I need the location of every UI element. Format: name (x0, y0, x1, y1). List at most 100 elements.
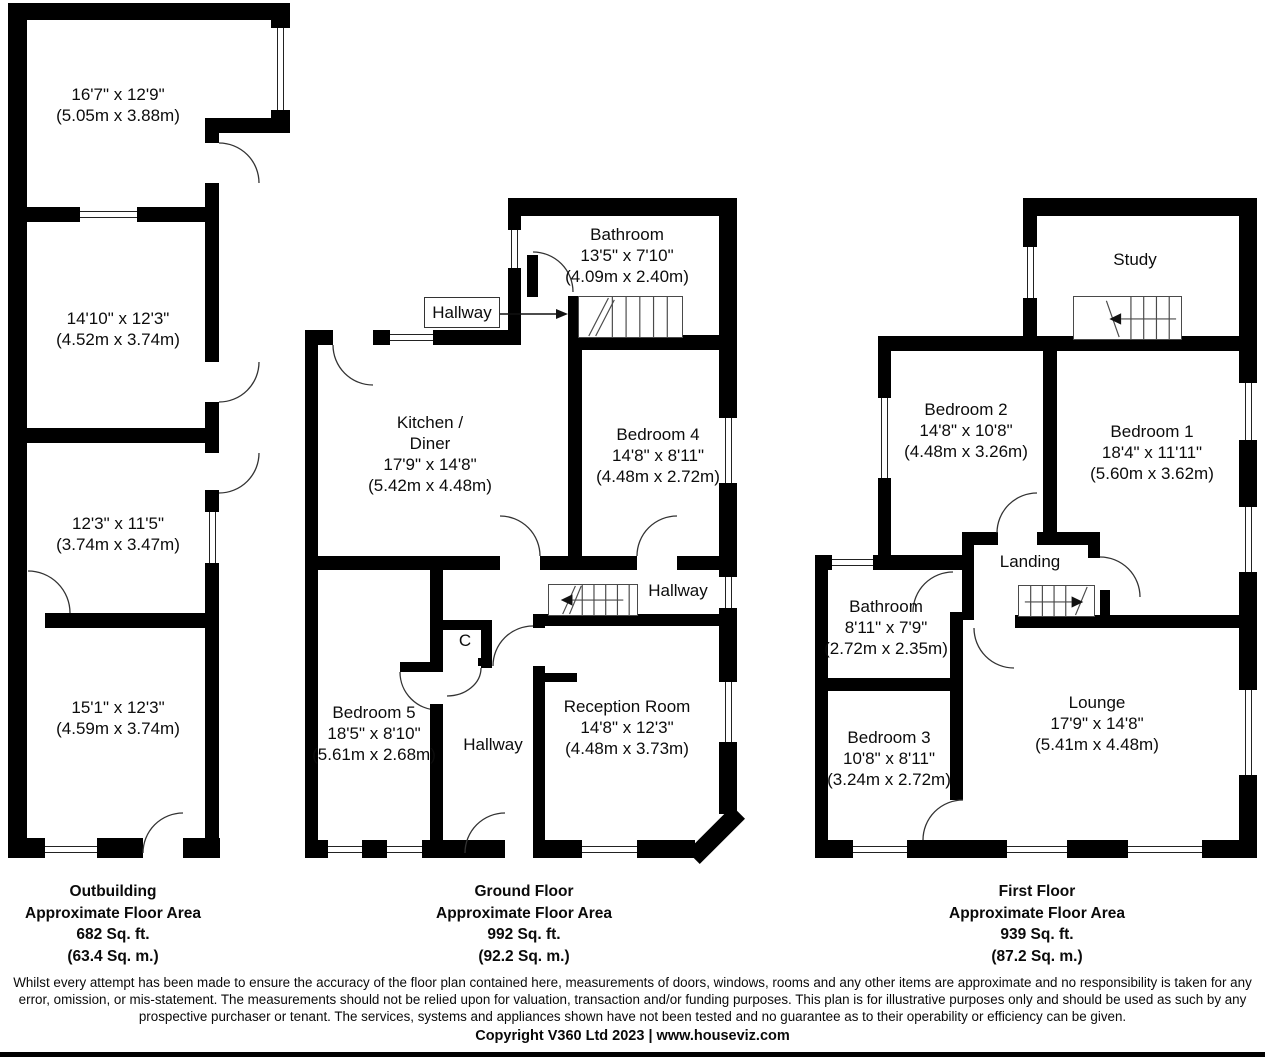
room-label-gf-closet: C (459, 630, 471, 651)
wall (443, 620, 492, 630)
room-dims-imperial: 14'8" x 10'8" (919, 421, 1013, 440)
room-name: Bedroom 4 (616, 425, 700, 444)
caption-title: Ground Floor (474, 883, 574, 900)
room-dims-imperial: 16'7" x 12'9" (71, 85, 165, 104)
room-dims-metric: (5.60m x 3.62m) (1090, 464, 1214, 483)
room-name: Bathroom (849, 597, 923, 616)
wall (433, 330, 521, 345)
room-name: Bedroom 3 (847, 728, 931, 747)
wall (1037, 532, 1100, 545)
room-label-ff-landing: Landing (1000, 551, 1061, 572)
wall (533, 614, 545, 628)
room-name: Landing (999, 552, 1061, 571)
door-arc (447, 668, 481, 696)
wall (305, 840, 328, 858)
room-name: Kitchen / (396, 413, 464, 432)
caption-area-ft: 992 Sq. ft. (487, 926, 561, 943)
room-name: Bedroom 2 (924, 400, 1008, 419)
room-label-outbuilding-room2: 14'10" x 12'3" (4.52m x 3.74m) (56, 308, 180, 350)
wall (1067, 840, 1128, 858)
bottom-border-bar (0, 1052, 1265, 1057)
wall (1043, 351, 1057, 532)
room-name: Bathroom (590, 225, 664, 244)
wall (8, 838, 45, 858)
wall (508, 198, 737, 216)
wall (815, 678, 963, 691)
wall (362, 840, 387, 858)
room-label-ff-lounge: Lounge 17'9" x 14'8" (5.41m x 4.48m) (1035, 692, 1159, 755)
door-arc (1100, 557, 1140, 597)
wall (305, 330, 318, 858)
wall (950, 840, 963, 858)
door-arc (219, 143, 259, 183)
wall (815, 555, 828, 858)
wall (137, 207, 218, 222)
window (1239, 690, 1257, 775)
wall (637, 840, 695, 858)
room-dims-metric: (4.59m x 3.74m) (56, 719, 180, 738)
window (390, 332, 433, 343)
wall (8, 3, 290, 20)
wall (205, 563, 219, 858)
door-arc (493, 626, 533, 666)
wall (568, 335, 737, 350)
wall (205, 133, 219, 143)
wall (568, 345, 582, 558)
wall-diagonal (687, 806, 745, 864)
floor-area-caption-ground: Ground Floor Approximate Floor Area 992 … (436, 881, 612, 967)
window (832, 557, 873, 568)
wall (878, 336, 1257, 351)
wall (533, 840, 582, 858)
wall (962, 532, 974, 620)
room-label-gf-hallway-lower: Hallway (463, 734, 523, 755)
room-dims-imperial: 13'5" x 7'10" (580, 246, 674, 265)
caption-area-m: (92.2 Sq. m.) (478, 947, 570, 965)
window (719, 682, 737, 742)
room-dims-metric: (3.24m x 2.72m) (827, 770, 951, 789)
window (45, 843, 97, 855)
room-dims-metric: (4.52m x 3.74m) (56, 330, 180, 349)
staircase (578, 296, 683, 338)
wall (533, 673, 577, 682)
wall (481, 630, 492, 668)
room-dims-imperial: 17'9" x 14'8" (383, 455, 477, 474)
wall (271, 3, 290, 28)
room-dims-imperial: 8'11" x 7'9" (844, 618, 928, 637)
room-dims-metric: (5.42m x 4.48m) (368, 476, 492, 495)
room-name-2: Diner (409, 434, 451, 453)
room-name: Bedroom 5 (332, 703, 416, 722)
door-arc (465, 813, 505, 853)
wall (1023, 198, 1257, 216)
door-arc (219, 362, 259, 402)
room-label-ff-bathroom: Bathroom 8'11" x 7'9" (2.72m x 2.35m) (824, 596, 948, 659)
room-label-gf-bathroom: Bathroom 13'5" x 7'10" (4.09m x 2.40m) (565, 224, 689, 287)
room-label-gf-kitchen: Kitchen / Diner 17'9" x 14'8" (5.42m x 4… (368, 412, 492, 496)
room-dims-imperial: 18'4" x 11'11" (1101, 443, 1203, 462)
wall (719, 198, 737, 418)
wall (1023, 198, 1037, 247)
room-label-ff-study: Study (1113, 249, 1156, 270)
room-dims-imperial: 14'10" x 12'3" (66, 309, 170, 328)
wall (400, 662, 443, 672)
window (80, 209, 137, 220)
room-dims-imperial: 10'8" x 8'11" (843, 749, 935, 768)
wall (205, 118, 290, 133)
door-arc (913, 572, 953, 612)
room-dims-imperial: 14'8" x 12'3" (580, 718, 674, 737)
room-dims-imperial: 18'5" x 8'10" (327, 724, 421, 743)
window (1239, 383, 1257, 440)
wall (873, 555, 962, 570)
caption-subtitle: Approximate Floor Area (25, 904, 201, 922)
caption-title: First Floor (998, 883, 1076, 900)
window (387, 843, 422, 855)
door-arc (143, 813, 183, 853)
wall (508, 268, 521, 343)
wall (205, 183, 219, 362)
caption-area-m: (63.4 Sq. m.) (67, 947, 159, 965)
wall (97, 838, 143, 858)
wall (373, 330, 390, 345)
window (205, 512, 219, 563)
room-name: C (458, 631, 472, 650)
room-label-gf-hallway-stairs: Hallway (648, 580, 708, 601)
door-arc (637, 516, 677, 556)
